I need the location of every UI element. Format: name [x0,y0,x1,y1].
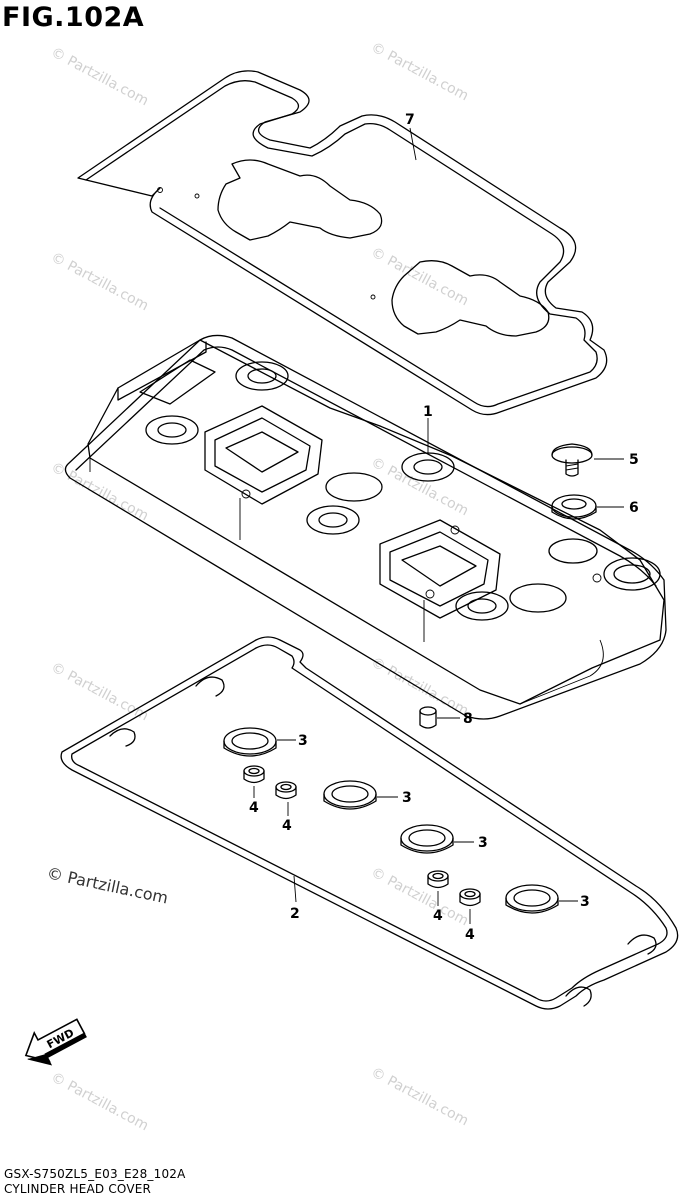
watermark: © Partzilla.com [48,1069,151,1134]
watermark: © Partzilla.com [368,454,471,519]
callout-1: 1 [423,404,433,420]
callout-4: 4 [433,908,443,924]
watermark: © Partzilla.com [48,249,151,314]
leader-lines [253,127,624,924]
callout-3: 3 [298,733,308,749]
callout-4: 4 [465,927,475,943]
center-boss-seal [401,452,455,482]
figure-name: CYLINDER HEAD COVER [4,1182,152,1196]
callout-4: 4 [249,800,259,816]
partzilla-credit: © Partzilla.com [45,863,170,907]
callout-5: 5 [629,452,639,468]
callout-7: 7 [405,112,415,128]
grommet-washer [551,494,597,520]
watermark: © Partzilla.com [48,659,151,724]
small-grommet [243,765,265,784]
dowel-pin [419,706,437,729]
cover-bolt [551,443,593,477]
callout-6: 6 [629,500,639,516]
watermark-group: © Partzilla.com © Partzilla.com © Partzi… [48,39,471,1134]
watermark: © Partzilla.com [368,864,471,929]
top-gasket-plate [77,70,608,416]
figure-code: GSX-S750ZL5_E03_E28_102A [4,1167,186,1181]
small-grommet [459,888,481,907]
spark-plug-seal-ring [505,884,559,914]
callout-3: 3 [580,894,590,910]
small-grommet [275,781,297,800]
figure-title: FIG.102A [2,2,145,33]
watermark: © Partzilla.com [368,244,471,309]
spark-plug-seal-ring [223,727,277,757]
callout-3: 3 [402,790,412,806]
forward-arrow: FWD [24,1018,87,1066]
watermark: © Partzilla.com [48,44,151,109]
watermark: © Partzilla.com [48,459,151,524]
callout-8: 8 [463,711,473,727]
callout-2: 2 [290,906,300,922]
cover-gasket-loop [60,636,679,1010]
spark-plug-seal-ring [323,780,377,810]
callout-4: 4 [282,818,292,834]
watermark: © Partzilla.com [368,1064,471,1129]
watermark: © Partzilla.com [368,39,471,104]
center-boss-seal-inner [413,459,443,475]
cylinder-head-cover [64,334,667,720]
small-grommet [427,870,449,889]
callout-3: 3 [478,835,488,851]
spark-plug-seal-ring [400,824,454,854]
